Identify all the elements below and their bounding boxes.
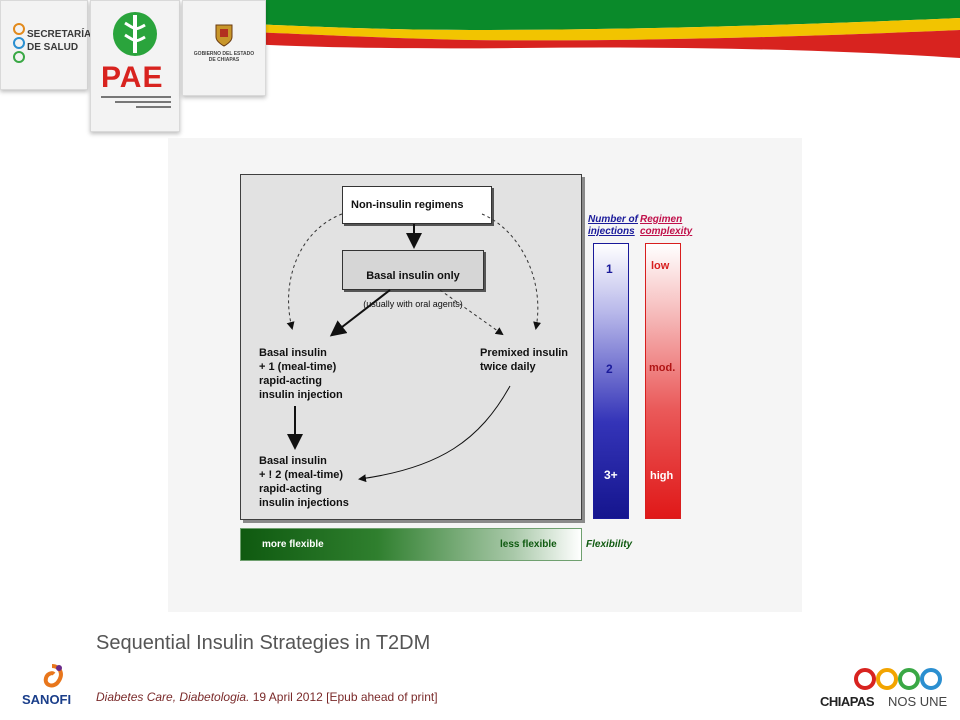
more-flexible-label: more flexible <box>262 539 324 550</box>
non-insulin-regimens-node: Non-insulin regimens <box>342 186 492 224</box>
less-flexible-label: less flexible <box>500 539 557 550</box>
caduceus-emblem-icon <box>113 12 157 56</box>
basal-plus-one-node: Basal insulin + 1 (meal-time) rapid-acti… <box>259 347 343 401</box>
complexity-level-low: low <box>651 260 670 272</box>
slide-title: Sequential Insulin Strategies in T2DM <box>96 632 431 654</box>
premixed-insulin-node: Premixed insulin twice daily <box>480 347 569 373</box>
chiapas-rings-icon <box>854 668 954 690</box>
complexity-header-line2: complexity <box>640 226 693 237</box>
pae-logo: PAE <box>90 0 180 132</box>
injections-header-line2: injections <box>588 226 635 237</box>
header-ribbon <box>250 0 960 58</box>
injections-header-line1: Number of <box>588 214 638 225</box>
complexity-level-high: high <box>650 470 674 482</box>
injections-scale-bar <box>593 243 629 519</box>
basal-node-line1: Basal insulin only <box>366 270 460 282</box>
sanofi-text: SANOFI <box>22 692 72 707</box>
secretaria-salud-logo: SECRETARÍA DE SALUD <box>0 0 92 90</box>
nos-une-text: NOS UNE <box>888 694 948 709</box>
secretaria-line1: SECRETARÍA <box>27 29 92 40</box>
gobierno-chiapas-logo: GOBIERNO DEL ESTADO DE CHIAPAS <box>182 0 266 96</box>
secretaria-line2: DE SALUD <box>27 42 79 53</box>
flexibility-axis-label: Flexibility <box>586 539 633 550</box>
complexity-level-mod: mod. <box>649 362 676 374</box>
basal-plus-two-node: Basal insulin + ! 2 (meal-time) rapid-ac… <box>259 455 349 509</box>
flexibility-bar <box>240 528 582 561</box>
chiapas-nos-une-logo: CHIAPAS NOS UNE <box>818 668 958 710</box>
basal-node-line2: (usually with oral agents) <box>363 299 463 309</box>
injections-level-1: 1 <box>606 262 613 276</box>
complexity-scale-bar <box>645 243 681 519</box>
coat-of-arms-icon <box>215 24 233 47</box>
complexity-header: Regimen complexity <box>640 214 692 238</box>
gobierno-text: GOBIERNO DEL ESTADO DE CHIAPAS <box>193 51 255 63</box>
citation-date: 19 April 2012 [Epub ahead of print] <box>249 690 438 704</box>
citation: Diabetes Care, Diabetologia. 19 April 20… <box>96 690 438 704</box>
injections-level-2: 2 <box>606 362 613 376</box>
injections-header: Number of injections <box>588 214 638 238</box>
pae-text: PAE <box>101 61 164 94</box>
pae-tagline-lines <box>101 96 171 108</box>
sanofi-logo: SANOFI <box>22 662 82 712</box>
basal-insulin-only-node: Basal insulin only (usually with oral ag… <box>342 250 484 309</box>
logo-rings-icon <box>13 23 25 63</box>
complexity-header-line1: Regimen <box>640 214 683 225</box>
injections-level-3plus: 3+ <box>604 468 618 482</box>
citation-journals: Diabetes Care, Diabetologia. <box>96 690 250 704</box>
chiapas-text: CHIAPAS <box>820 694 875 709</box>
sanofi-bird-icon <box>43 664 63 688</box>
